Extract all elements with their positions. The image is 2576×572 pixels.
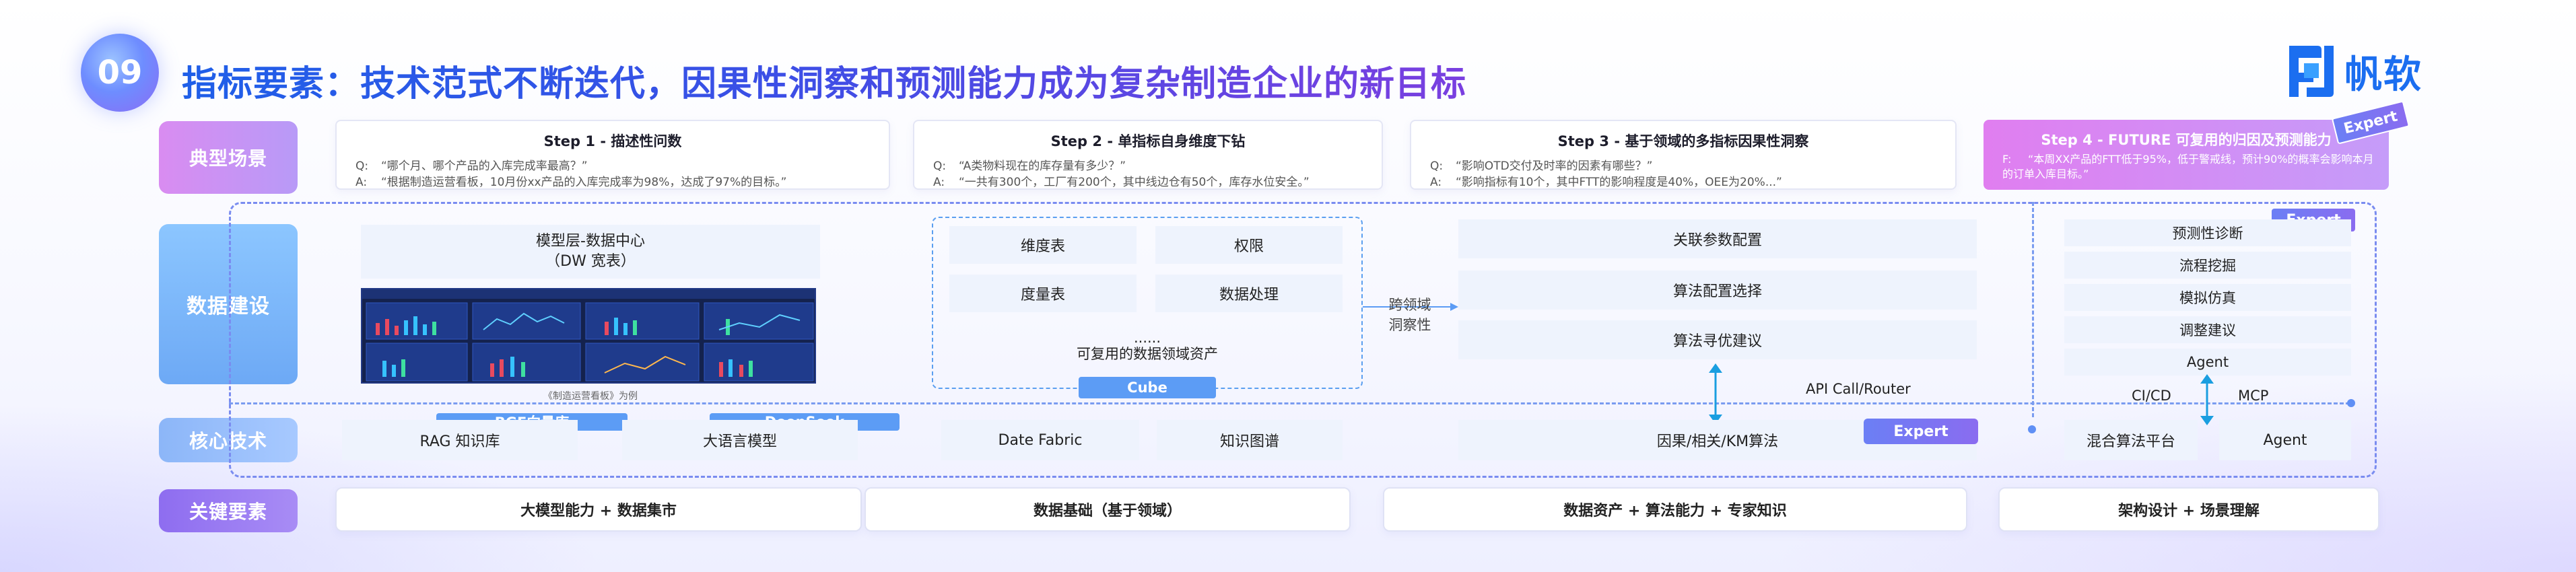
cube-item-measure: 度量表 xyxy=(949,275,1137,312)
key-element-3: 数据资产 + 算法能力 + 专家知识 xyxy=(1383,487,1967,532)
expert-predictive-diagnosis: 预测性诊断 xyxy=(2064,219,2351,246)
step-2-card: Step 2 - 单指标自身维度下钻 Q:“A类物料现在的库存量有多少？” A:… xyxy=(913,120,1383,190)
connector-dot xyxy=(2028,425,2036,433)
expert-simulation: 模拟仿真 xyxy=(2064,284,2351,311)
architecture-dashed-frame xyxy=(229,202,2377,478)
future-column-divider xyxy=(2032,202,2034,417)
key-element-4: 架构设计 + 场景理解 xyxy=(1998,487,2379,532)
cube-item-processing: 数据处理 xyxy=(1155,275,1343,312)
key-element-2: 数据基础（基于领域） xyxy=(865,487,1351,532)
brand-logo: 帆软 xyxy=(2286,43,2422,100)
rag-knowledge-base: RAG 知识库 xyxy=(342,420,578,460)
section-number-badge: 09 xyxy=(81,34,159,112)
cicd-label: CI/CD xyxy=(2132,388,2171,404)
expert-process-mining: 流程挖掘 xyxy=(2064,252,2351,279)
step-question: Q:“A类物料现在的库存量有多少？” xyxy=(933,159,1126,173)
step-question: Q:“哪个月、哪个产品的入库完成率最高？” xyxy=(355,159,588,173)
model-layer-panel: 模型层-数据中心 （DW 宽表） xyxy=(361,225,820,279)
agent-platform: Agent xyxy=(2219,420,2351,460)
step-title: Step 2 - 单指标自身维度下钻 xyxy=(1050,133,1246,149)
fanruan-logo-icon xyxy=(2289,46,2334,97)
key-element-1: 大模型能力 + 数据集市 xyxy=(335,487,862,532)
hybrid-algorithm-platform: 混合算法平台 xyxy=(2064,420,2198,460)
arrow-right-icon xyxy=(1363,303,1458,311)
algo-config-select: 算法配置选择 xyxy=(1458,271,1977,310)
connector-dot xyxy=(2347,399,2355,407)
cube-item-permission: 权限 xyxy=(1155,226,1343,264)
step-title: Step 4 - FUTURE 可复用的归因及预测能力 xyxy=(2041,132,2332,148)
date-fabric: Date Fabric xyxy=(941,420,1139,460)
dashboard-caption: 《制造运营看板》为例 xyxy=(543,391,638,402)
dashboard-thumbnail xyxy=(361,288,816,384)
logo-text: 帆软 xyxy=(2344,52,2422,97)
step-3-card: Step 3 - 基于领域的多指标因果性洞察 Q:“影响OTD交付及时率的因素有… xyxy=(1410,120,1957,190)
double-arrow-icon xyxy=(1709,363,1722,424)
row-label-data-build: 数据建设 xyxy=(159,224,298,384)
cube-item-dimension: 维度表 xyxy=(949,226,1137,264)
row-label-core-tech: 核心技术 xyxy=(159,418,298,462)
mcp-label: MCP xyxy=(2238,388,2269,404)
api-router-label: API Call/Router xyxy=(1806,381,1911,397)
step-answer: A:“影响指标有10个，其中FTT的影响程度是40%，OEE为20%...” xyxy=(1430,176,1782,189)
expert-tag-core: Expert xyxy=(1864,419,1978,444)
step-4-card: Step 4 - FUTURE 可复用的归因及预测能力 F:“本周XX产品的FT… xyxy=(1984,120,2389,190)
cube-tag: Cube xyxy=(1079,377,1216,398)
step-question: Q:“影响OTD交付及时率的因素有哪些？” xyxy=(1430,159,1653,173)
double-arrow-icon xyxy=(2200,374,2214,425)
expert-agent: Agent xyxy=(2064,349,2351,376)
step-forecast: F:“本周XX产品的FTT低于95%，低于警戒线，预计90%的概率会影响本月的订… xyxy=(2002,153,2374,180)
step-title: Step 3 - 基于领域的多指标因果性洞察 xyxy=(1557,133,1809,149)
step-1-card: Step 1 - 描述性问数 Q:“哪个月、哪个产品的入库完成率最高？” A:“… xyxy=(335,120,890,190)
step-title: Step 1 - 描述性问数 xyxy=(543,133,682,149)
algo-param-config: 关联参数配置 xyxy=(1458,219,1977,258)
cross-domain-label: 跨领域 洞察性 xyxy=(1388,297,1431,333)
expert-adjust-suggest: 调整建议 xyxy=(2064,316,2351,343)
llm-model: 大语言模型 xyxy=(622,420,858,460)
step-answer: A:“根据制造运营看板，10月份xx产品的入库完成率为98%，达成了97%的目标… xyxy=(355,176,787,189)
algo-optimize-suggest: 算法寻优建议 xyxy=(1458,320,1977,359)
row-label-scene: 典型场景 xyxy=(159,121,298,194)
cube-assets-text: ...... 可复用的数据领域资产 xyxy=(1077,330,1218,362)
knowledge-graph: 知识图谱 xyxy=(1157,420,1343,460)
row-label-key-elements: 关键要素 xyxy=(159,489,298,532)
dashboard-preview-icon xyxy=(362,289,815,382)
dw-table-label: （DW 宽表） xyxy=(545,253,636,270)
page-title: 指标要素：技术范式不断迭代，因果性洞察和预测能力成为复杂制造企业的新目标 xyxy=(182,55,1466,106)
step-answer: A:“一共有300个，工厂有200个，其中线边仓有50个，库存水位安全。” xyxy=(933,176,1310,189)
model-layer-label: 模型层-数据中心 xyxy=(536,233,645,250)
layer-separator-line xyxy=(229,402,2350,404)
